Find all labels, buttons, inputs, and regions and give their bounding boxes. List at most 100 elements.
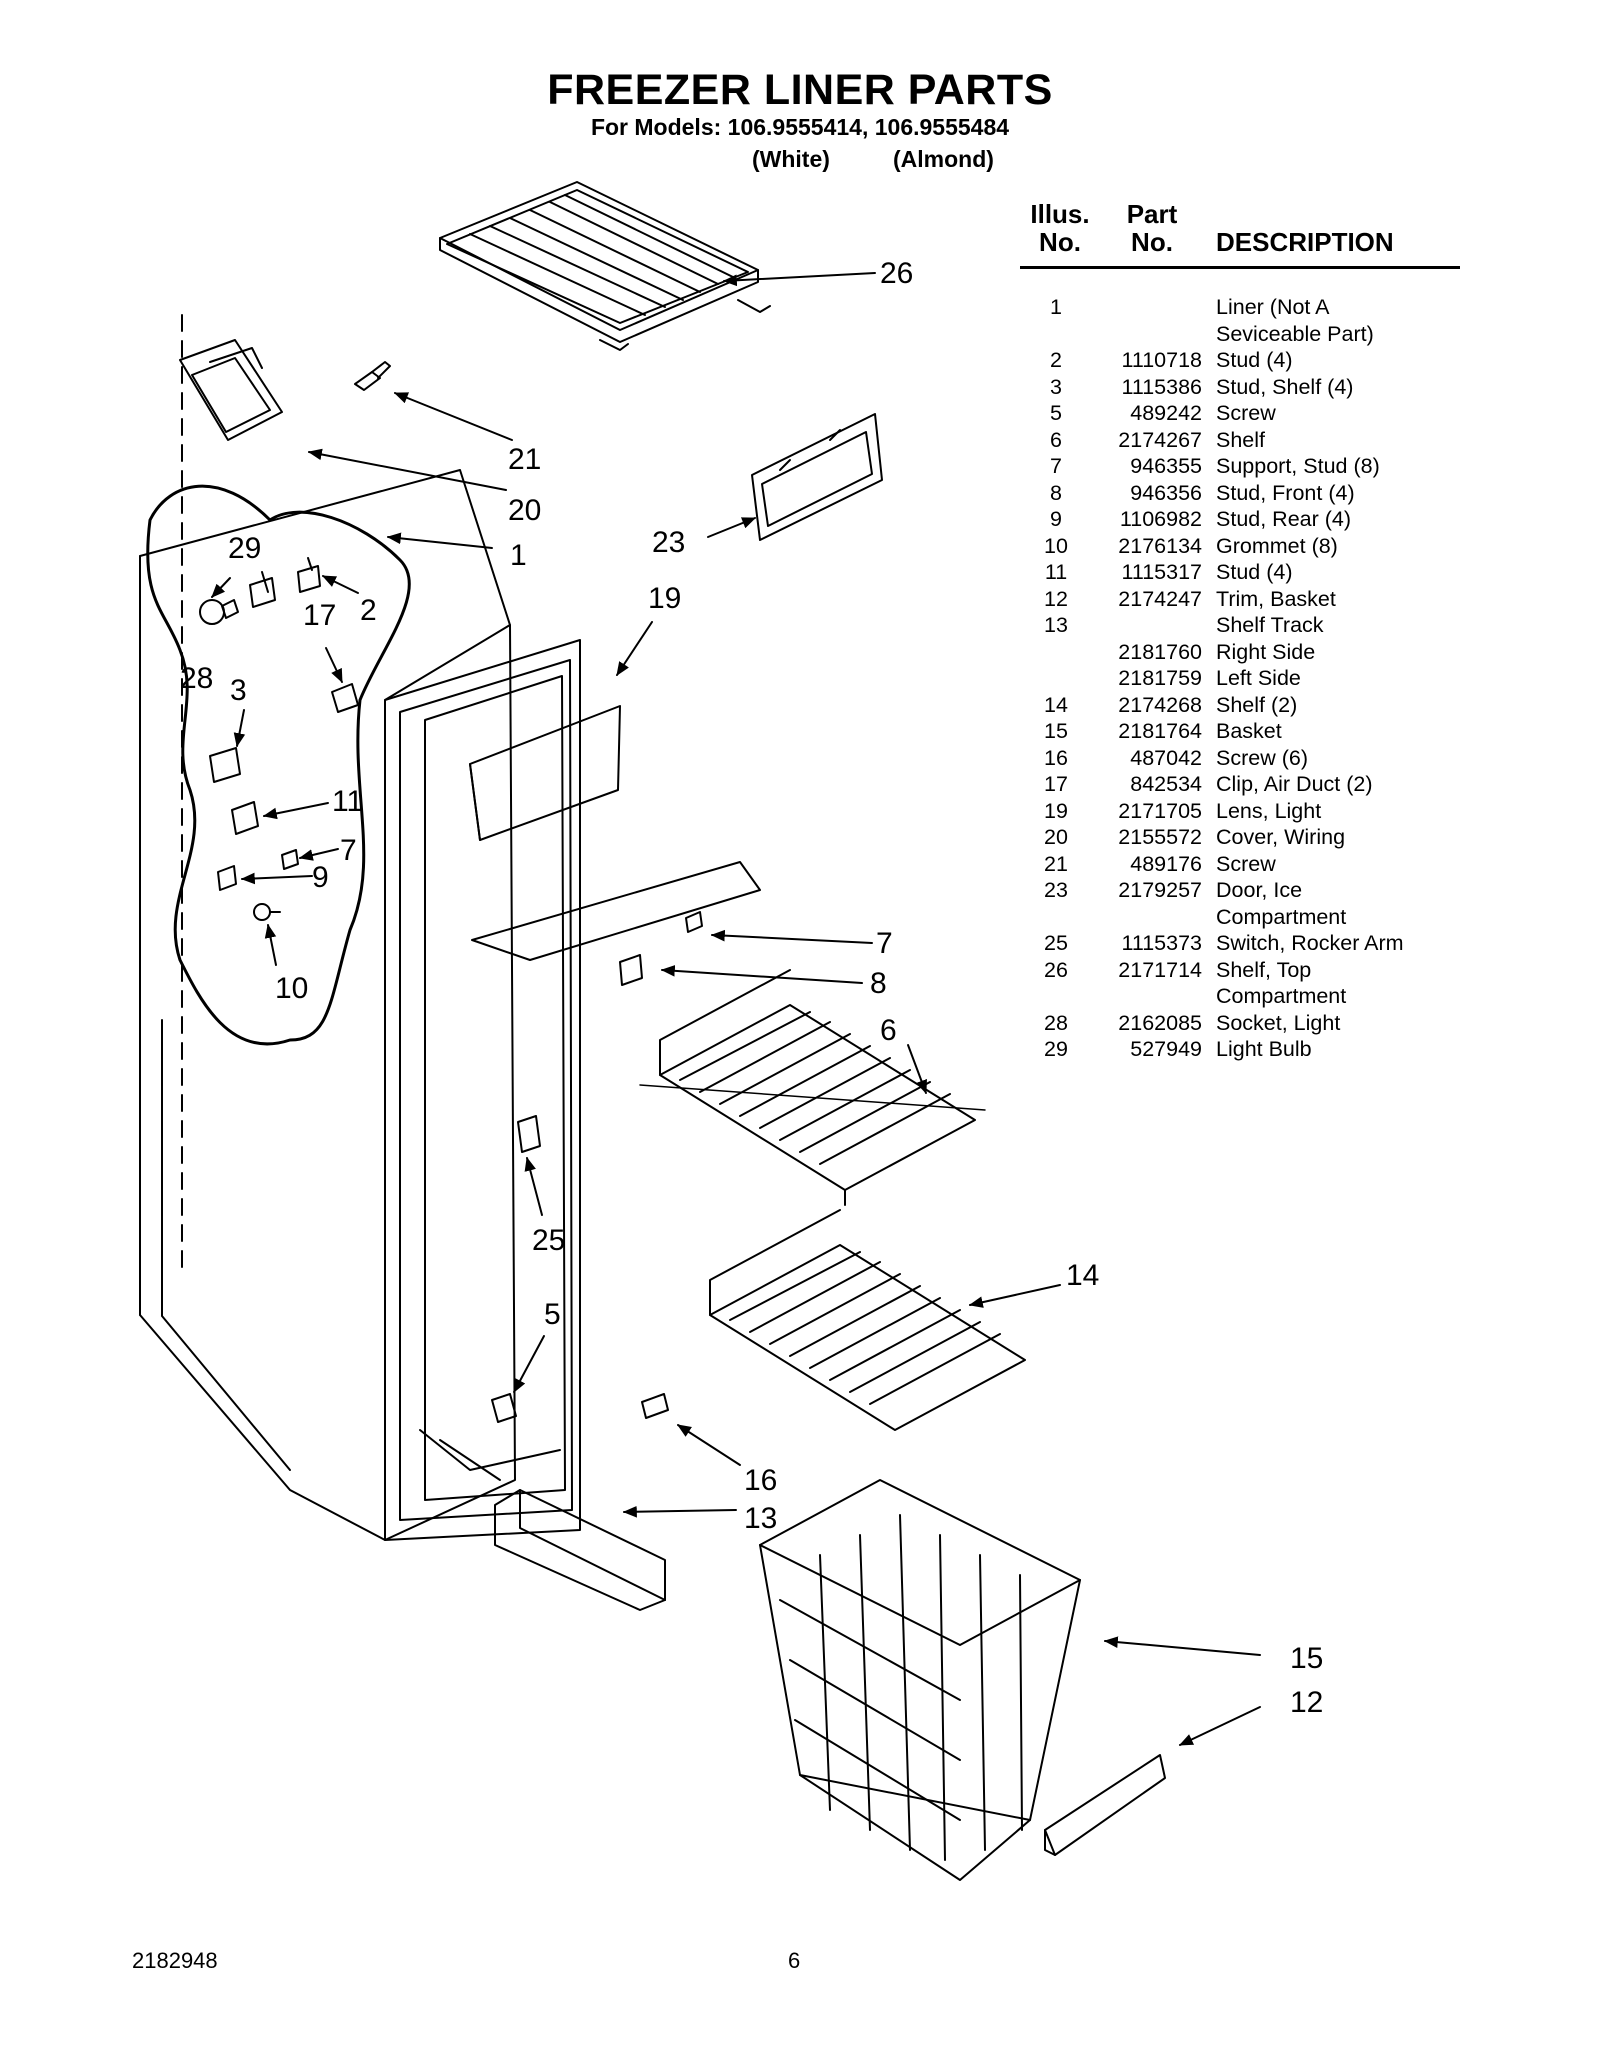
illus-number: 7 <box>1050 454 1062 478</box>
grommet <box>253 903 281 921</box>
table-row: 2 1110718 Stud (4) <box>1020 347 1460 374</box>
screw-16 <box>641 1393 669 1419</box>
part-number: 2176134 <box>1118 533 1202 558</box>
illus-number: 13 <box>1044 613 1068 637</box>
callout-5: 5 <box>544 1298 561 1331</box>
part-description: Shelf Track <box>1216 613 1324 637</box>
callout-7a: 7 <box>340 834 357 867</box>
illus-number: 23 <box>1044 878 1068 902</box>
part-description: Seviceable Part) <box>1216 321 1374 346</box>
part-number: 2174267 <box>1118 427 1202 452</box>
wiring-cover <box>179 339 283 441</box>
part-number: 2181764 <box>1118 719 1202 743</box>
part-number: 1115386 <box>1121 374 1202 399</box>
models-subtitle: For Models: 106.9555414, 106.9555484 <box>590 114 1010 140</box>
illus-number: 26 <box>1044 957 1068 982</box>
part-description: Left Side <box>1216 666 1301 690</box>
shelf-track <box>494 1489 666 1611</box>
callout-13: 13 <box>744 1502 777 1535</box>
table-row: 12 2174247 Trim, Basket <box>1020 586 1460 613</box>
illus-number: 2 <box>1050 348 1062 372</box>
table-row: 2181760 Right Side <box>1020 639 1460 666</box>
basket-trim <box>1044 1754 1166 1856</box>
part-description: Basket <box>1216 719 1282 743</box>
callout-26: 26 <box>880 257 913 290</box>
table-row: 15 2181764 Basket <box>1020 718 1460 745</box>
part-description: Clip, Air Duct (2) <box>1216 772 1373 796</box>
part-number: 1110718 <box>1121 348 1202 372</box>
callout-6: 6 <box>880 1014 897 1047</box>
illus-number: 6 <box>1050 427 1062 452</box>
header-part-line2: No. <box>1131 227 1173 257</box>
stud-shelf <box>209 747 241 783</box>
table-row: Compartment <box>1020 904 1460 931</box>
callout-23: 23 <box>652 526 685 559</box>
illus-number: 11 <box>1044 560 1068 584</box>
table-row: 19 2171705 Lens, Light <box>1020 798 1460 825</box>
header-part: Part No. <box>1120 200 1184 256</box>
illus-number: 21 <box>1044 851 1068 876</box>
callout-10: 10 <box>275 972 308 1005</box>
illus-number: 19 <box>1044 798 1068 823</box>
part-description: Stud, Front (4) <box>1216 480 1355 505</box>
support-stud <box>685 911 703 933</box>
stud-11 <box>231 801 259 835</box>
part-number: 2174247 <box>1118 586 1202 611</box>
part-number: 1115317 <box>1121 560 1202 584</box>
part-description: Right Side <box>1216 639 1316 664</box>
callout-20: 20 <box>508 494 541 527</box>
part-number: 946356 <box>1130 480 1202 505</box>
illus-number: 9 <box>1050 507 1062 531</box>
light-bulb <box>199 599 239 625</box>
part-description: Door, Ice <box>1216 878 1303 902</box>
wire-basket <box>759 1479 1081 1881</box>
part-description: Lens, Light <box>1216 798 1322 823</box>
header-description: DESCRIPTION <box>1216 227 1394 257</box>
illus-number: 17 <box>1044 772 1068 796</box>
callout-25: 25 <box>532 1224 565 1257</box>
callout-7b: 7 <box>876 927 893 960</box>
header-rule <box>1020 266 1460 269</box>
part-number: 527949 <box>1130 1037 1202 1061</box>
part-description: Stud (4) <box>1216 348 1293 372</box>
illus-number: 29 <box>1044 1037 1068 1061</box>
part-number: 2171705 <box>1118 798 1202 823</box>
illus-number: 20 <box>1044 825 1068 849</box>
part-number: 2179257 <box>1118 878 1202 902</box>
part-description: Trim, Basket <box>1216 586 1336 611</box>
part-description: Stud (4) <box>1216 560 1293 584</box>
part-number: 2181759 <box>1118 666 1202 690</box>
light-socket <box>249 571 276 608</box>
model-color-white: (White) <box>752 146 830 172</box>
illus-number: 25 <box>1044 931 1068 955</box>
illus-number: 5 <box>1050 401 1062 425</box>
illus-number: 12 <box>1044 586 1068 611</box>
part-description: Stud, Rear (4) <box>1216 507 1352 531</box>
illus-number: 28 <box>1044 1010 1068 1035</box>
table-row: 23 2179257 Door, Ice <box>1020 877 1460 904</box>
part-number: 1115373 <box>1121 931 1202 955</box>
illus-number: 3 <box>1050 374 1062 399</box>
table-row: 29 527949 Light Bulb <box>1020 1036 1460 1063</box>
header-illus-line1: Illus. <box>1030 199 1090 229</box>
header-part-line1: Part <box>1126 199 1178 229</box>
part-description: Compartment <box>1216 904 1347 929</box>
leader-arrows <box>211 272 1261 1746</box>
callout-3: 3 <box>230 674 247 707</box>
illus-number: 15 <box>1044 719 1068 743</box>
callout-11: 11 <box>332 785 363 818</box>
top-compartment-shelf <box>439 181 771 351</box>
table-row: 11 1115317 Stud (4) <box>1020 559 1460 586</box>
part-description: Screw (6) <box>1216 745 1308 770</box>
part-description: Light Bulb <box>1216 1037 1312 1061</box>
part-number: 2181760 <box>1118 639 1202 664</box>
